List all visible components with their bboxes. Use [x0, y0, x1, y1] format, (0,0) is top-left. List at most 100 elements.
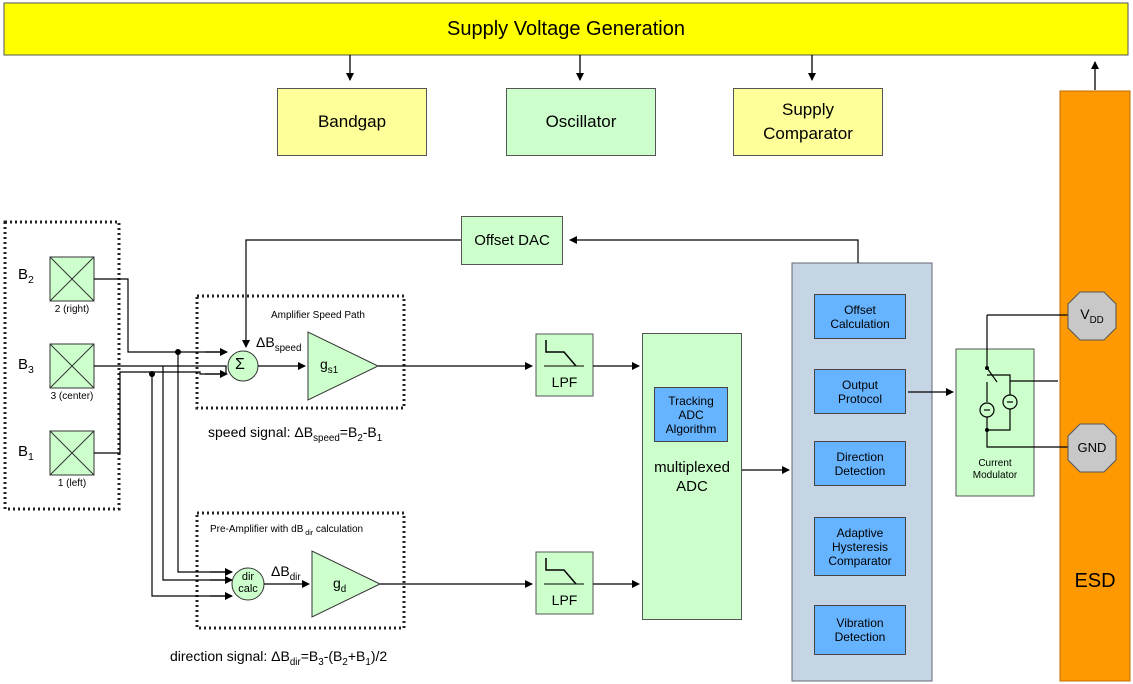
speed-gain-label: gs1 [320, 356, 338, 376]
sensor-b3 [49, 343, 95, 389]
sensor-b1-main: B [18, 443, 29, 460]
sensor-b2-main: B [18, 266, 29, 283]
delta-b-dir-sub: dir [289, 571, 301, 583]
offset-calc-line2: Calculation [830, 316, 890, 331]
lpf-dir-label: LPF [551, 592, 578, 608]
vibration-detection-block: Vibration Detection [814, 605, 906, 655]
adc-label: multiplexed ADC [642, 458, 742, 496]
supply-title: Supply Voltage Generation [447, 18, 685, 40]
dir-path-title: Pre-Amplifier with dB dir calculation [210, 524, 363, 537]
output-protocol-line1: Output [841, 377, 879, 392]
dir-eq-sub2: 3 [318, 656, 324, 668]
adaptive-line3: Comparator [828, 553, 892, 568]
esd-label: ESD [1074, 570, 1116, 592]
bandgap-block: Bandgap [277, 88, 427, 156]
output-protocol-block: Output Protocol [814, 369, 906, 414]
sensor-group [3, 220, 121, 511]
bandgap-label: Bandgap [317, 112, 387, 131]
sensor-b1-label: B1 [18, 443, 34, 463]
dir-eq-end: )/2 [370, 648, 388, 664]
current-modulator-label: Current Modulator [956, 458, 1034, 482]
speed-eq-sub2: 2 [357, 432, 363, 444]
gnd-label: GND [1077, 440, 1107, 455]
direction-detection-line2: Detection [834, 463, 886, 478]
dir-eq-sub4: 1 [365, 656, 371, 668]
multiplexed-adc-block [642, 333, 742, 620]
offset-dac-block: Offset DAC [461, 216, 563, 265]
sensor-b1-sub: 1 [28, 451, 34, 463]
dir-signal-equation: direction signal: ΔBdir=B3-(B2+B1)/2 [170, 648, 387, 668]
dir-title-sub: dir [303, 530, 314, 537]
current-modulator [955, 348, 1035, 497]
output-protocol-line2: Protocol [837, 391, 883, 406]
lpf-speed-label: LPF [551, 374, 578, 390]
speed-amplifier [307, 331, 380, 401]
dir-gain-label: gd [333, 575, 346, 595]
adc-line1: multiplexed [654, 459, 730, 476]
oscillator-label: Oscillator [545, 112, 617, 131]
speed-eq-minus: -B [362, 424, 377, 440]
dir-eq-plus: +B [347, 648, 366, 664]
vibration-line2: Detection [834, 630, 886, 644]
speed-eq-equals: =B [339, 424, 358, 440]
delta-b-dir-main: ΔB [271, 563, 290, 579]
speed-eq-sub3: 1 [376, 432, 383, 444]
sensor-b1 [49, 430, 95, 476]
offset-calculation-block: Offset Calculation [814, 294, 906, 339]
sensor-b3-caption: 3 (center) [50, 391, 94, 402]
dir-title-pre: Pre-Amplifier with dB [210, 524, 304, 535]
vibration-line1: Vibration [836, 616, 884, 630]
tracking-line3: Algorithm [665, 421, 717, 436]
tracking-adc-block: Tracking ADC Algorithm [654, 387, 728, 442]
speed-eq-sub: speed [313, 432, 340, 444]
delta-b-dir-label: ΔBdir [271, 563, 301, 583]
sensor-b2-sub: 2 [28, 274, 34, 286]
dir-eq-equals: =B [300, 648, 319, 664]
sensor-b1-caption: 1 (left) [57, 478, 87, 489]
speed-eq-prefix: speed signal: ΔB [208, 424, 314, 440]
gnd-pin [1067, 423, 1117, 473]
vdd-sub: DD [1089, 314, 1104, 326]
sensor-b2-caption: 2 (right) [54, 304, 90, 315]
dir-calc-line1: dir [241, 571, 255, 583]
junction-b1 [149, 371, 155, 377]
sensor-b2-label: B2 [18, 266, 34, 286]
delta-b-speed-sub: speed [274, 342, 302, 354]
sensor-b3-label: B3 [18, 356, 34, 376]
speed-path-title: Amplifier Speed Path [271, 310, 365, 321]
speed-signal-equation: speed signal: ΔBspeed=B2-B1 [208, 424, 382, 444]
offset-dac-label: Offset DAC [474, 232, 550, 249]
vdd-label: VDD [1068, 306, 1116, 326]
sensor-b3-main: B [18, 356, 29, 373]
delta-b-speed-label: ΔBspeed [256, 334, 301, 354]
delta-b-speed-main: ΔB [256, 334, 275, 350]
dir-eq-sub: dir [289, 656, 301, 668]
adaptive-line2: Hysteresis [831, 539, 888, 554]
current-mod-line1: Current [978, 458, 1012, 469]
vdd-main: V [1080, 306, 1090, 322]
dir-gain-sub: d [340, 583, 347, 595]
adaptive-line1: Adaptive [836, 525, 884, 540]
supply-comparator-line1: Supply [782, 100, 834, 119]
current-mod-line2: Modulator [972, 470, 1018, 481]
supply-comparator-line2: Comparator [763, 124, 853, 143]
supply-comparator-block: Supply Comparator [733, 88, 883, 156]
offset-calc-line1: Offset [844, 302, 876, 317]
dir-path-box [195, 511, 406, 630]
dir-eq-mid: -(B [323, 648, 343, 664]
dir-eq-sub3: 2 [342, 656, 348, 668]
dir-calc-line2: calc [238, 583, 258, 595]
esd-bar [1059, 90, 1131, 682]
sensor-b3-sub: 3 [28, 364, 34, 376]
vdd-pin [1067, 291, 1117, 341]
oscillator-block: Oscillator [506, 88, 656, 156]
adaptive-hysteresis-block: Adaptive Hysteresis Comparator [814, 517, 906, 576]
direction-detection-block: Direction Detection [814, 441, 906, 486]
adc-line2: ADC [676, 478, 708, 495]
sensor-b2 [49, 256, 95, 302]
dir-amplifier [311, 550, 382, 618]
dir-eq-prefix: direction signal: ΔB [170, 648, 290, 664]
dir-calc-label: dir calc [232, 571, 264, 595]
speed-gain-sub: s1 [327, 364, 339, 376]
